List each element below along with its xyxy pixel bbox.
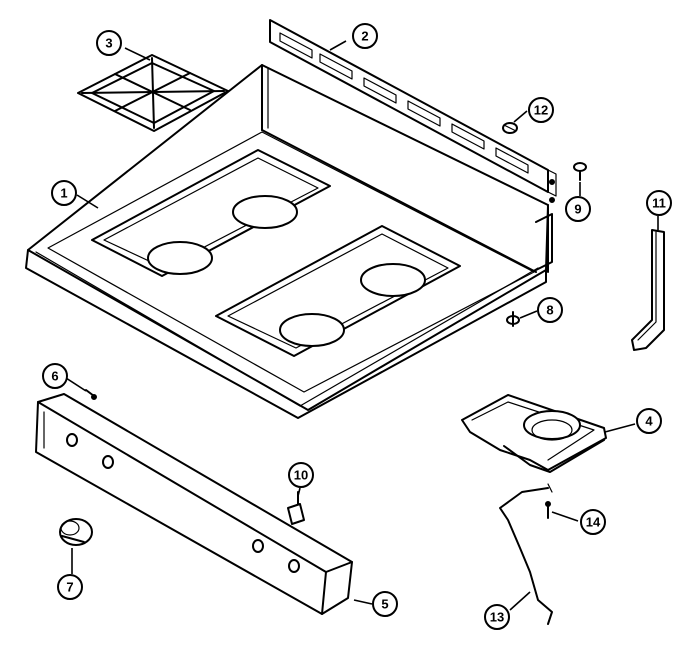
callout-11: 11 bbox=[646, 190, 672, 216]
part-6-screw bbox=[85, 389, 97, 400]
callout-2: 2 bbox=[352, 23, 378, 49]
callout-8: 8 bbox=[537, 297, 563, 323]
callout-3: 3 bbox=[96, 30, 122, 56]
part-13-wire bbox=[499, 483, 553, 625]
part-2-backguard bbox=[269, 19, 557, 203]
callout-label: 2 bbox=[361, 29, 368, 44]
callout-label: 1 bbox=[60, 186, 67, 201]
part-5-control-panel bbox=[35, 393, 353, 615]
callout-label: 11 bbox=[652, 196, 666, 211]
callout-label: 6 bbox=[51, 369, 58, 384]
callout-label: 10 bbox=[294, 468, 308, 483]
callout-6: 6 bbox=[42, 363, 68, 389]
callout-7: 7 bbox=[57, 574, 83, 600]
callout-10: 10 bbox=[288, 462, 314, 488]
part-3-grate bbox=[77, 54, 229, 132]
callout-label: 7 bbox=[66, 580, 73, 595]
callout-label: 13 bbox=[490, 610, 504, 625]
leader-lines bbox=[65, 40, 659, 611]
callout-label: 14 bbox=[586, 515, 601, 530]
part-8-screw bbox=[506, 311, 520, 327]
callout-label: 9 bbox=[574, 202, 581, 217]
part-4-burner-box bbox=[461, 394, 607, 473]
callout-1: 1 bbox=[51, 180, 77, 206]
callout-13: 13 bbox=[484, 604, 510, 630]
callout-5: 5 bbox=[372, 591, 398, 617]
part-7-knob bbox=[59, 518, 93, 546]
callout-label: 8 bbox=[546, 303, 553, 318]
callout-label: 3 bbox=[105, 36, 112, 51]
callout-label: 5 bbox=[381, 597, 388, 612]
part-11-trim bbox=[631, 229, 665, 351]
callout-label: 12 bbox=[534, 103, 548, 118]
callout-label: 4 bbox=[645, 414, 653, 429]
callout-14: 14 bbox=[580, 509, 606, 535]
callout-12: 12 bbox=[528, 97, 554, 123]
part-10-switch bbox=[287, 491, 305, 525]
callout-4: 4 bbox=[636, 408, 662, 434]
part-1-cooktop bbox=[25, 64, 553, 419]
callout-9: 9 bbox=[565, 196, 591, 222]
part-14-screw bbox=[545, 501, 551, 519]
part-12-spring bbox=[502, 122, 518, 134]
part-9-screw bbox=[573, 162, 587, 181]
